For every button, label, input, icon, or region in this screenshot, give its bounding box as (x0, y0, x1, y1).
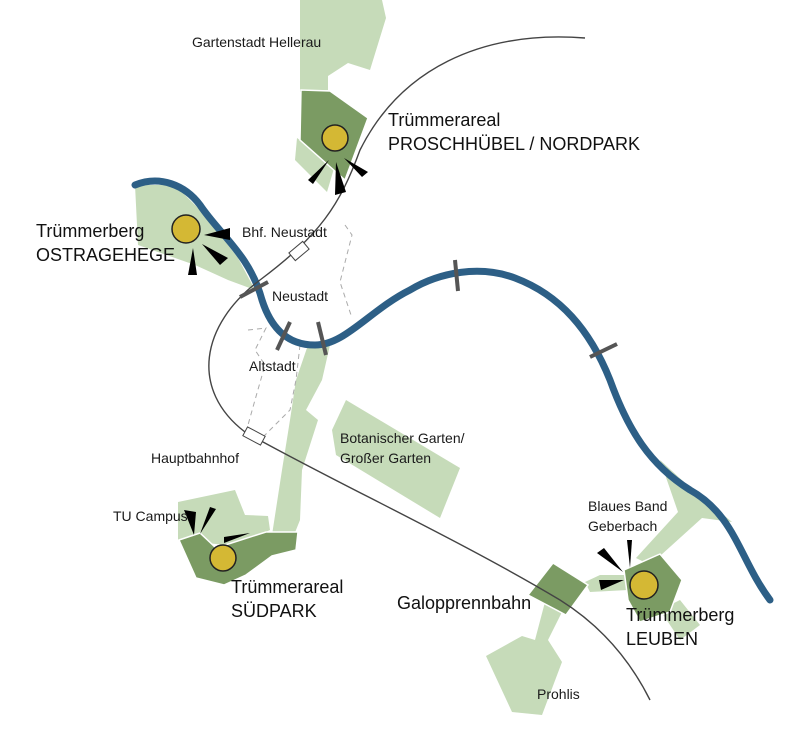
park-corridor (272, 345, 330, 535)
park-hellerau (300, 0, 386, 92)
marker-leuben (629, 570, 659, 600)
ray-icon (627, 540, 632, 568)
ray-icon (224, 533, 250, 543)
label-altstadt: Altstadt (249, 358, 296, 374)
label-bhf-neustadt: Bhf. Neustadt (242, 224, 327, 240)
marker-suedpark (209, 544, 237, 572)
label-galopp: Galopprennbahn (397, 593, 531, 613)
park-prohlis (486, 602, 562, 715)
label-botanischer-1: Botanischer Garten/ (340, 430, 465, 446)
bridge (316, 321, 328, 356)
station-bhf-neustadt (288, 240, 310, 262)
label-botanischer-2: Großer Garten (340, 450, 431, 466)
park-suedpark (177, 531, 299, 586)
ray-icon (597, 548, 623, 572)
station-hauptbahnhof (242, 426, 266, 446)
bridge (453, 259, 460, 292)
label-suedpark-2: SÜDPARK (231, 601, 317, 621)
ray-icon (308, 160, 329, 184)
park-botanischer (332, 400, 460, 518)
label-suedpark-1: Trümmerareal (231, 577, 343, 597)
label-leuben-2: LEUBEN (626, 629, 698, 649)
ray-icon (204, 228, 230, 240)
ray-icon (184, 510, 196, 535)
ray-icon (344, 158, 368, 177)
label-hellerau: Gartenstadt Hellerau (192, 34, 321, 50)
marker-nordpark (321, 124, 349, 152)
bridge (275, 321, 292, 351)
label-prohlis: Prohlis (537, 686, 580, 702)
label-nordpark-1: Trümmerareal (388, 110, 500, 130)
bridge (239, 280, 269, 299)
label-blaues-2: Geberbach (588, 518, 657, 534)
label-ostra-1: Trümmerberg (36, 221, 144, 241)
park-nordpark-south (295, 138, 335, 192)
ray-icon (202, 244, 228, 265)
label-nordpark-2: PROSCHHÜBEL / NORDPARK (388, 134, 640, 154)
label-tu-campus: TU Campus (113, 508, 188, 524)
markers (171, 124, 659, 600)
ray-icon (599, 580, 624, 590)
park-blaues-band (636, 460, 732, 565)
park-galopprennbahn (526, 562, 590, 616)
ray-icon (335, 162, 346, 195)
ray-icon (188, 248, 197, 275)
label-blaues-1: Blaues Band (588, 498, 667, 514)
park-areas-dark (177, 89, 683, 623)
label-ostra-2: OSTRAGEHEGE (36, 245, 175, 265)
label-neustadt: Neustadt (272, 288, 328, 304)
ray-icon (200, 507, 216, 534)
district-boundary (247, 224, 353, 441)
bridge (589, 342, 618, 359)
label-hauptbahnhof: Hauptbahnhof (151, 450, 239, 466)
railway (208, 36, 651, 701)
bridges (239, 259, 618, 359)
marker-ostragehege (171, 214, 201, 244)
view-rays (184, 158, 632, 590)
label-leuben-1: Trümmerberg (626, 605, 734, 625)
river-elbe (131, 177, 774, 604)
